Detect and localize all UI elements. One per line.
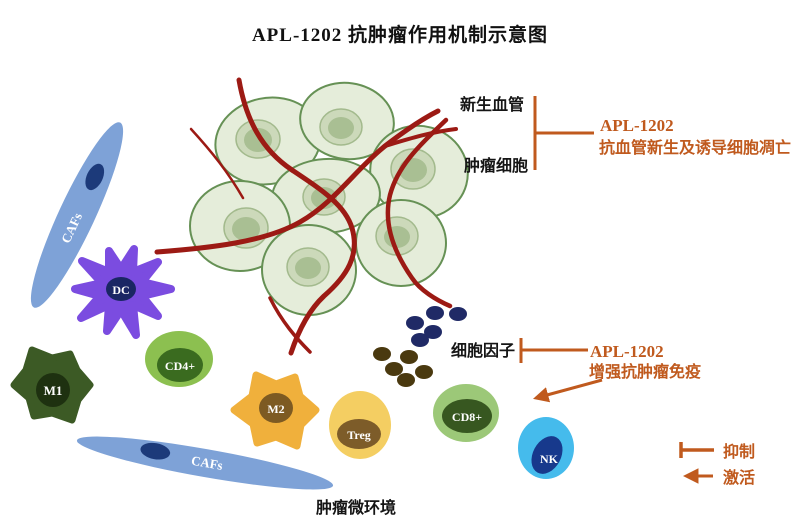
inhibit-label: 抑制: [723, 442, 755, 461]
inhibit-symbol: [679, 442, 714, 458]
anti-angiogenesis-effect: 抗血管新生及诱导细胞凋亡: [599, 138, 791, 157]
cafs-top-nucleus: [85, 163, 105, 191]
treg-label: Treg: [347, 428, 371, 442]
m1-cell: M1: [10, 346, 94, 424]
dc-cell: DC: [71, 245, 175, 339]
dc-nucleus: [106, 277, 136, 301]
tumor-cells-label: 肿瘤细胞: [464, 156, 528, 175]
apl1202-drug-name-1: APL-1202: [600, 116, 674, 135]
blood-vessels: [154, 77, 458, 356]
activation-arrow: [532, 378, 603, 403]
immune-boost-effect: 增强抗肿瘤免疫: [589, 362, 701, 381]
cafs-bottom-label: CAFs: [190, 453, 224, 473]
m1-label: M1: [44, 383, 63, 398]
immune-boost-annotation: APL-1202 增强抗肿瘤免疫: [519, 338, 701, 403]
cd8-nucleus: [442, 399, 492, 433]
anti-angiogenesis-annotation: APL-1202 抗血管新生及诱导细胞凋亡: [533, 96, 791, 170]
cafs-cell-bottom: CAFs: [76, 436, 334, 490]
nk-label: NK: [540, 452, 559, 466]
nk-cell: NK: [518, 417, 574, 479]
diagram-title: APL-1202 抗肿瘤作用机制示意图: [251, 25, 549, 46]
m2-nucleus: [259, 393, 293, 423]
apl1202-drug-name-2: APL-1202: [590, 342, 664, 361]
vessels-label: 新生血管: [460, 95, 524, 114]
cd8-label: CD8+: [452, 410, 482, 424]
m2-label: M2: [267, 402, 284, 416]
tumor-mass-illustration: [154, 77, 469, 356]
tbar-line: [519, 338, 588, 363]
cafs-bottom-nucleus: [140, 442, 171, 460]
treg-cell: Treg: [329, 391, 391, 459]
m2-cell: M2: [230, 371, 320, 450]
nk-nucleus: [531, 436, 563, 474]
cytokine-dots-brown: [373, 347, 433, 387]
microenvironment-label: 肿瘤微环境: [316, 498, 396, 517]
legend: 抑制 激活: [679, 442, 755, 487]
cafs-cell-top: CAFs: [30, 122, 124, 308]
cd4-cell: CD4+: [145, 331, 213, 387]
cd4-nucleus: [157, 348, 203, 382]
cytokine-dots-blue: [406, 306, 467, 347]
cd8-cell: CD8+: [433, 384, 499, 442]
tumor-cell-nuclei: [223, 108, 436, 287]
cd4-label: CD4+: [165, 359, 195, 373]
activate-label: 激活: [723, 468, 755, 487]
treg-nucleus: [337, 419, 381, 449]
m1-nucleus: [36, 373, 70, 407]
dc-label: DC: [112, 283, 129, 297]
bracket-line: [533, 96, 594, 170]
cytokines-label: 细胞因子: [451, 341, 515, 360]
